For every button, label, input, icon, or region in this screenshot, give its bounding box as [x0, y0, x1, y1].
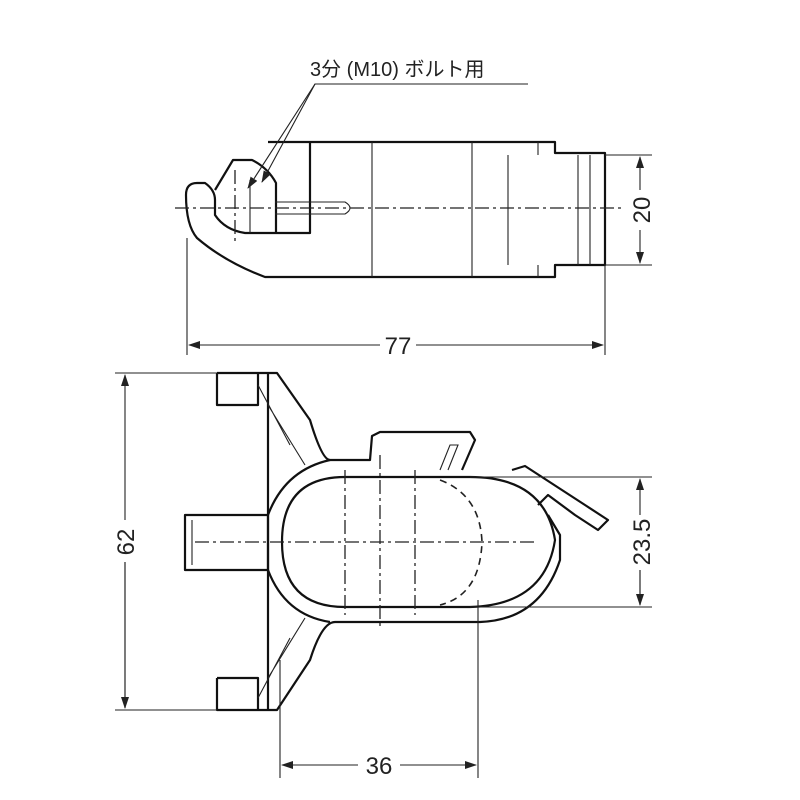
dim-20: 20 — [629, 197, 656, 224]
dim-36: 36 — [366, 753, 393, 780]
bolt-note: 3分 (M10) ボルト用 — [310, 58, 484, 81]
dim-23-5: 23.5 — [629, 519, 656, 566]
top-view — [175, 140, 625, 279]
dim-77: 77 — [385, 333, 412, 360]
dim-62: 62 — [113, 529, 140, 556]
leader-line — [261, 83, 528, 183]
side-view — [183, 371, 610, 712]
